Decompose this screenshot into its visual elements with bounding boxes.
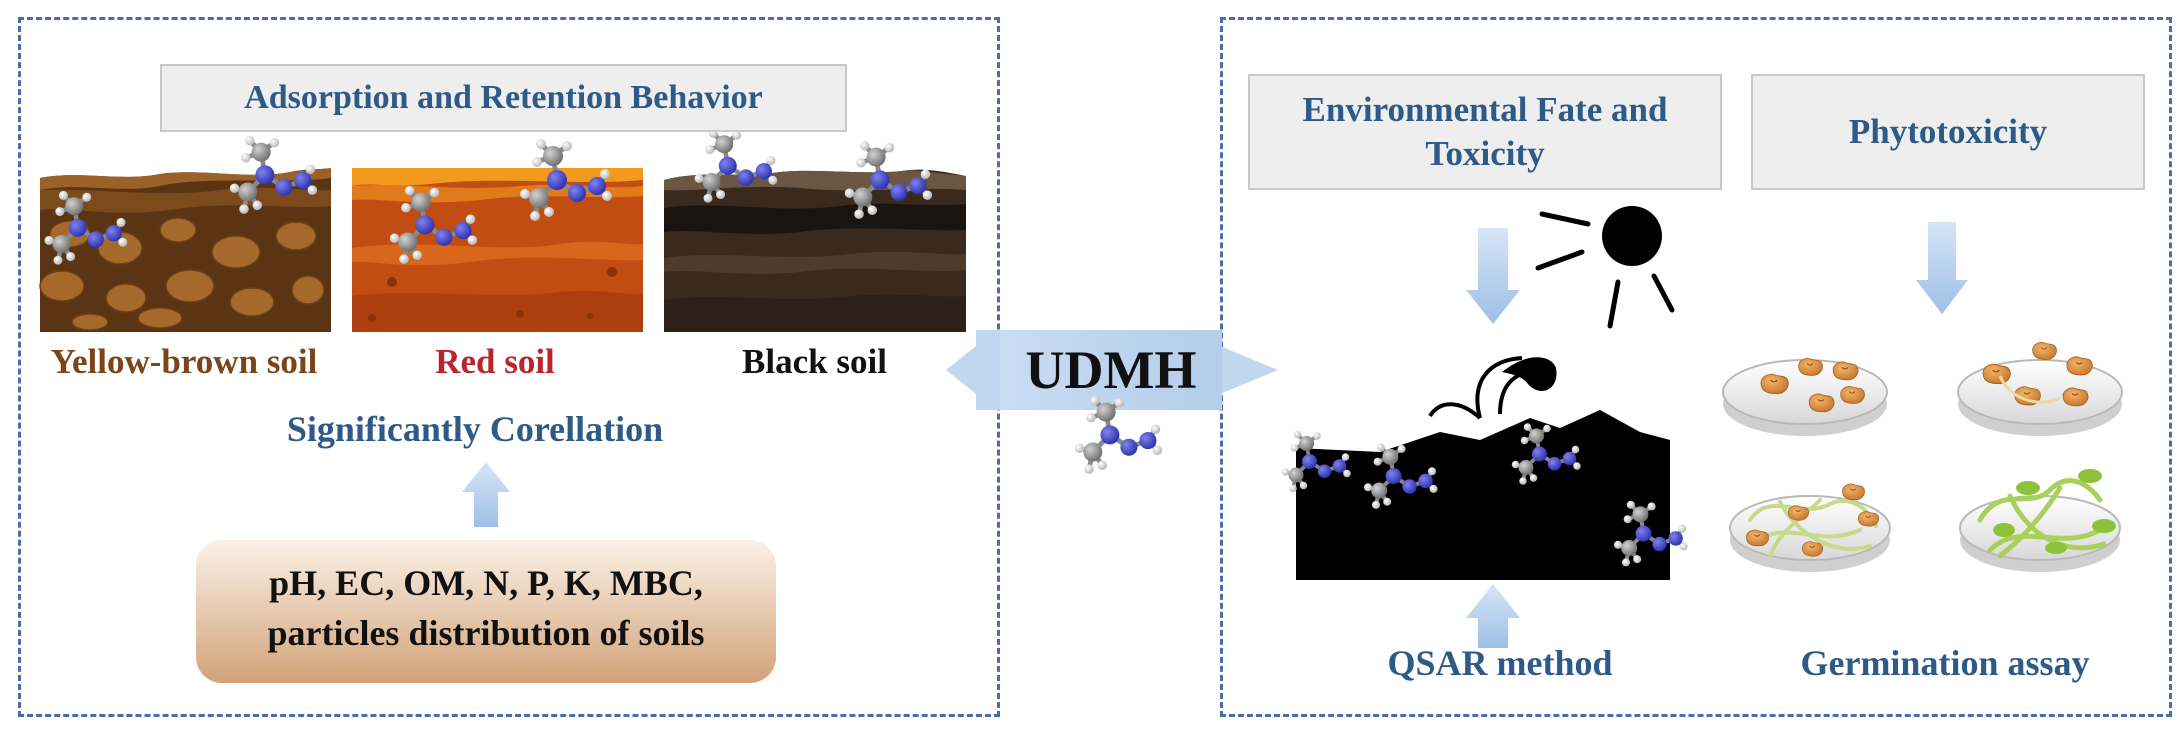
factors-box — [196, 540, 776, 683]
yellow-brown-soil-label: Yellow-brown soil — [50, 342, 318, 381]
down-arrow-fate — [1466, 228, 1520, 324]
factors-text: pH, EC, OM, N, P, K, MBC, particles dist… — [196, 558, 776, 658]
petri-dishes-image — [1722, 341, 2123, 572]
up-arrow-qsar — [1466, 584, 1520, 648]
environmental-scene-image — [1279, 356, 1690, 580]
qsar-label: QSAR method — [1387, 643, 1613, 683]
yellow-brown-soil-image — [39, 136, 331, 332]
phyto-title-box: Phytotoxicity — [1751, 74, 2145, 190]
black-soil-image — [664, 129, 966, 332]
factors-line-2: particles distribution of soils — [267, 613, 705, 653]
factors-line-1: pH, EC, OM, N, P, K, MBC, — [269, 563, 703, 603]
adsorption-title: Adsorption and Retention Behavior — [244, 78, 763, 116]
germination-label: Germination assay — [1800, 643, 2090, 683]
fate-title-box: Environmental Fate and Toxicity — [1248, 74, 1722, 190]
udmh-double-arrow — [946, 330, 1278, 474]
petri-dish-2 — [1957, 341, 2123, 436]
down-arrow-phyto — [1916, 222, 1968, 314]
fate-title: Environmental Fate and Toxicity — [1302, 90, 1668, 173]
petri-dish-4 — [1959, 469, 2121, 572]
red-soil-image — [352, 139, 643, 332]
adsorption-title-box: Adsorption and Retention Behavior — [160, 64, 847, 132]
sun-icon — [1535, 206, 1675, 329]
petri-dish-1 — [1722, 357, 1888, 436]
petri-dish-3 — [1729, 483, 1891, 572]
up-arrow-correlation — [462, 462, 510, 527]
black-soil-label: Black soil — [742, 342, 887, 381]
correlation-label: Significantly Corellation — [286, 409, 664, 449]
phyto-title: Phytotoxicity — [1848, 112, 2048, 152]
udmh-label: UDMH — [1025, 340, 1197, 400]
red-soil-label: Red soil — [435, 342, 555, 381]
